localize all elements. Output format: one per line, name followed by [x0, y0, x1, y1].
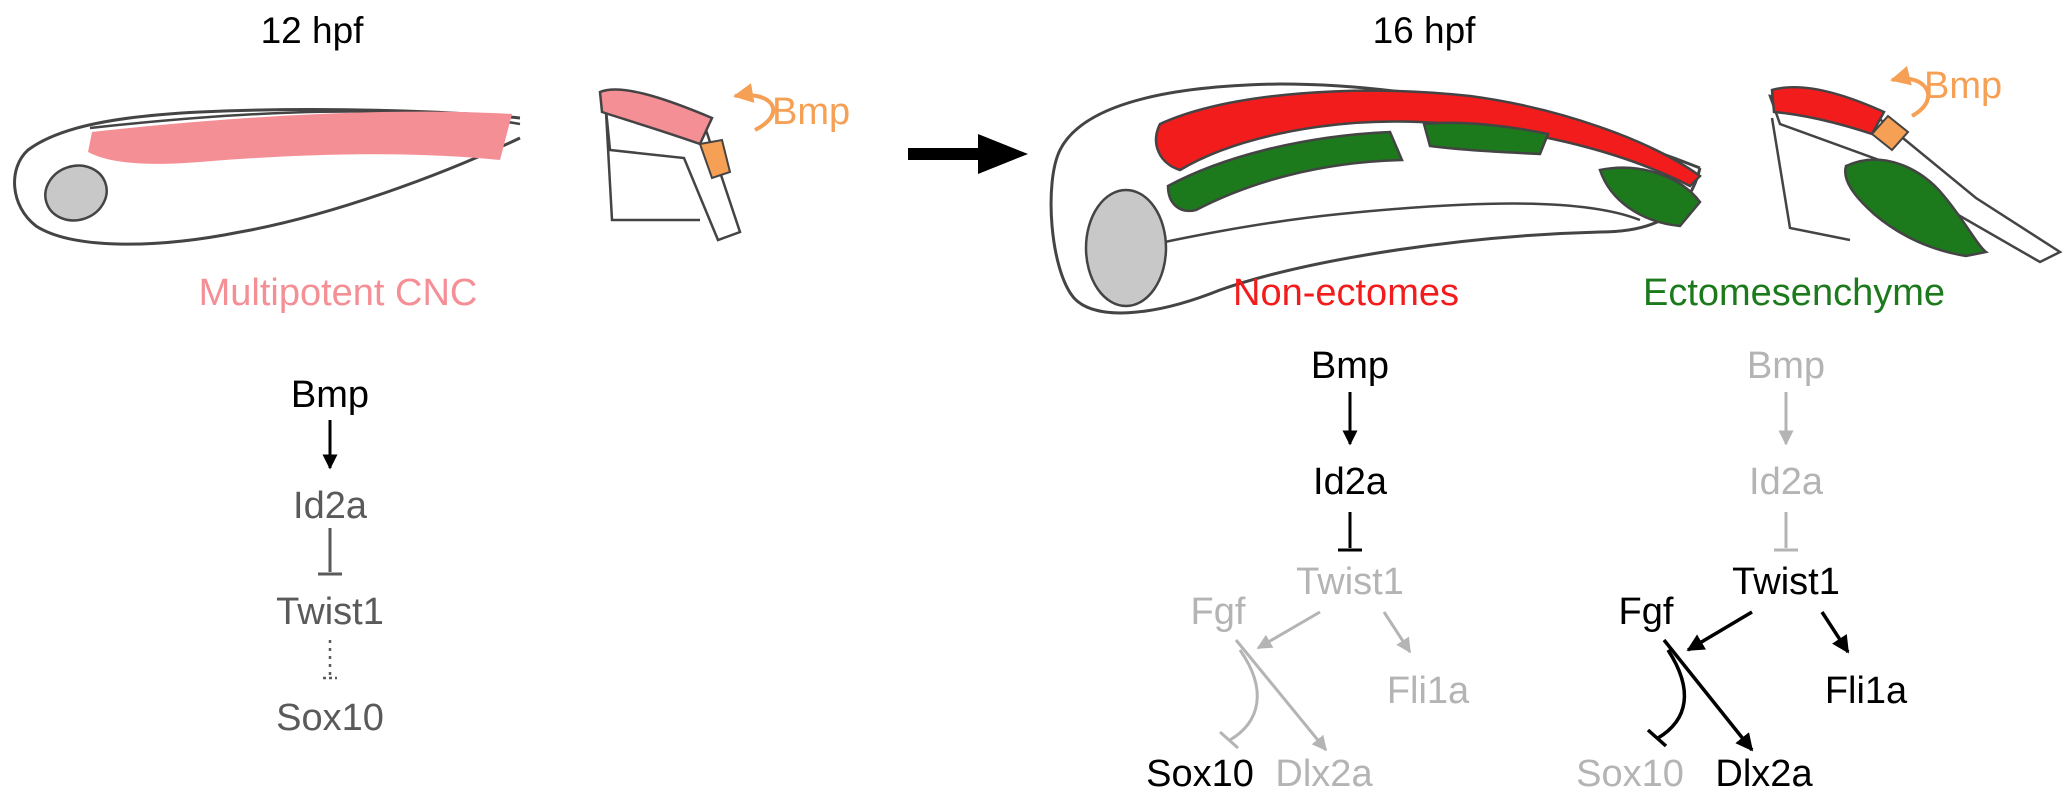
ectomesenchyme-stream-3-16hpf — [1598, 166, 1702, 228]
cross-section-16hpf-outline — [1768, 94, 2063, 264]
node-fli1a-ectomesenchyme: Fli1a — [1825, 670, 1908, 712]
arrow-twist1-to-fgf-effect-ectomesenchyme — [1686, 610, 1753, 652]
embryo-16hpf-outline — [1049, 82, 1702, 315]
bmp-label-16hpf: Bmp — [1924, 65, 2002, 107]
arrow-fgf-to-dlx2a-non-ectomes — [1234, 639, 1328, 752]
node-fgf-ectomesenchyme: Fgf — [1619, 591, 1674, 633]
node-twist1-non-ectomes: Twist1 — [1296, 561, 1404, 603]
arrow-twist1-to-fli1a-ectomesenchyme — [1820, 611, 1850, 654]
pathway-ectomesenchyme: Bmp Id2a Twist1 Fgf Fli1a Sox10 Dlx2a — [1576, 345, 1908, 795]
node-fgf-non-ectomes: Fgf — [1191, 591, 1246, 633]
pathway-12hpf: Bmp Id2a Twist1 Sox10 — [276, 374, 384, 739]
node-dlx2a-ectomesenchyme: Dlx2a — [1715, 753, 1813, 795]
transition-arrow — [908, 134, 1028, 174]
node-twist1-ectomesenchyme: Twist1 — [1732, 561, 1840, 603]
node-id2a-12hpf: Id2a — [293, 485, 368, 527]
bmp-label-12hpf: Bmp — [772, 91, 850, 133]
population-multipotent-cnc: Multipotent CNC — [199, 272, 478, 314]
node-dlx2a-non-ectomes: Dlx2a — [1275, 753, 1373, 795]
eye-16hpf — [1084, 188, 1168, 308]
population-ectomesenchyme: Ectomesenchyme — [1643, 272, 1945, 314]
node-bmp-ectomesenchyme: Bmp — [1747, 345, 1825, 387]
inhibition-id2a-twist1-12hpf — [318, 528, 342, 576]
node-bmp-12hpf: Bmp — [291, 374, 369, 416]
inhibition-id2a-twist1-ectomesenchyme — [1774, 512, 1798, 552]
left-stage-title: 12 hpf — [261, 10, 365, 51]
bmp-signaling-domain-12hpf — [698, 138, 732, 180]
non-ectomes-region-16hpf — [1154, 89, 1702, 188]
node-sox10-non-ectomes: Sox10 — [1146, 753, 1254, 795]
embryo-16hpf-yolk-edge — [1129, 202, 1641, 252]
inhibition-fgf-to-sox10-non-ectomes — [1219, 649, 1259, 750]
cross-section-16hpf: Bmp — [1768, 65, 2063, 264]
inhibition-id2a-twist1-non-ectomes — [1338, 512, 1362, 552]
ectomesenchyme-stream-1-16hpf — [1166, 130, 1404, 213]
node-sox10-12hpf: Sox10 — [276, 697, 384, 739]
node-fli1a-non-ectomes: Fli1a — [1387, 670, 1470, 712]
inhibition-fgf-to-sox10-ectomesenchyme — [1646, 649, 1687, 748]
embryo-12hpf-lateral — [13, 108, 521, 246]
embryo-16hpf-lateral — [1049, 82, 1702, 315]
bmp-signaling-domain-16hpf — [1870, 114, 1910, 152]
arrow-twist1-to-fgf-effect-non-ectomes — [1256, 610, 1321, 650]
eye-12hpf — [44, 164, 108, 222]
node-sox10-ectomesenchyme: Sox10 — [1576, 753, 1684, 795]
arrow-fgf-to-dlx2a-ectomesenchyme — [1662, 638, 1754, 752]
weak-link-twist1-sox10-12hpf — [323, 640, 337, 680]
ectomesenchyme-stream-2-16hpf — [1422, 121, 1550, 156]
node-bmp-non-ectomes: Bmp — [1311, 345, 1389, 387]
node-id2a-ectomesenchyme: Id2a — [1749, 461, 1824, 503]
node-id2a-non-ectomes: Id2a — [1313, 461, 1388, 503]
population-non-ectomes: Non-ectomes — [1233, 272, 1459, 314]
ectomesenchyme-ventral-16hpf — [1843, 158, 1989, 258]
cross-section-12hpf: Bmp — [598, 83, 850, 242]
bmp-signal-arrow-12hpf — [733, 83, 776, 132]
multipotent-cnc-region-12hpf — [88, 111, 512, 164]
arrow-twist1-to-fli1a-non-ectomes — [1382, 611, 1412, 654]
pathway-non-ectomes: Bmp Id2a Twist1 Fgf Fli1a Sox10 Dlx2a — [1146, 345, 1470, 795]
embryo-12hpf-outline — [13, 108, 521, 246]
right-stage-title: 16 hpf — [1373, 10, 1477, 51]
neural-crest-dorsal-12hpf — [598, 88, 714, 146]
bmp-signal-arrow-16hpf — [1890, 65, 1931, 118]
node-twist1-12hpf: Twist1 — [276, 591, 384, 633]
